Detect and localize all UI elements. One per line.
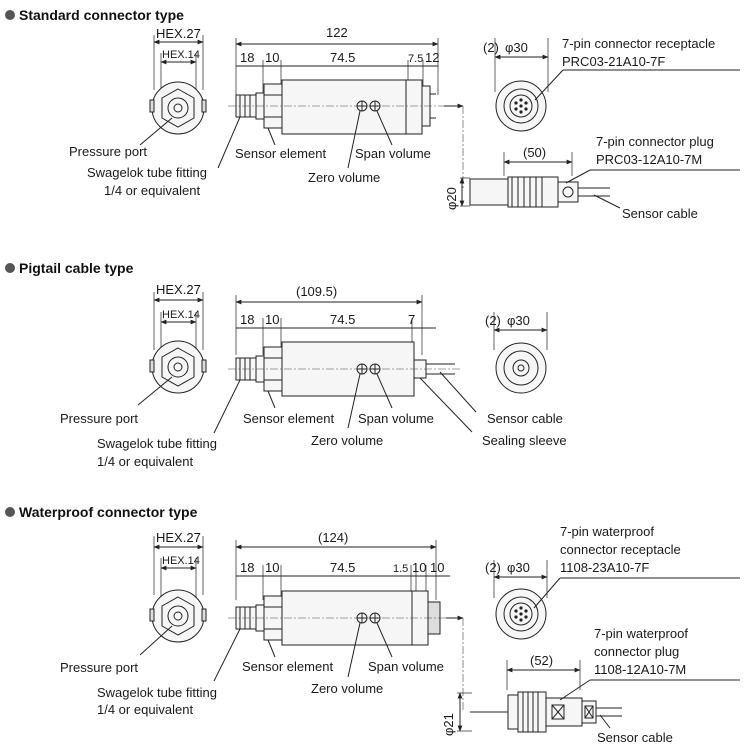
plug-length: (50) — [523, 145, 546, 160]
sensor-element-label: Sensor element — [243, 411, 334, 426]
hex14-label: HEX.14 — [162, 309, 200, 321]
bullet-icon — [5, 263, 15, 273]
flange-gap: (2) — [485, 313, 501, 328]
section-title: Pigtail cable type — [19, 260, 134, 276]
section-waterproof: Waterproof connector type HEX.27 HEX.14 … — [5, 504, 740, 745]
end-diameter: φ30 — [507, 560, 530, 575]
bullet-icon — [5, 10, 15, 20]
plug-label-1: 7-pin connector plug — [596, 134, 714, 149]
receptacle-label-2: connector receptacle — [560, 542, 681, 557]
section-title: Waterproof connector type — [19, 504, 198, 520]
bullet-icon — [5, 507, 15, 517]
dim-seg-b: 10 — [265, 560, 279, 575]
plug-length: (52) — [530, 653, 553, 668]
swagelok-label-1: Swagelok tube fitting — [97, 685, 217, 700]
swagelok-label-1: Swagelok tube fitting — [87, 165, 207, 180]
dim-seg-b: 10 — [265, 312, 279, 327]
flange-gap: (2) — [485, 560, 501, 575]
pressure-port-label: Pressure port — [60, 660, 138, 675]
dim-seg-a: 18 — [240, 560, 254, 575]
zero-volume-label: Zero volume — [308, 170, 380, 185]
end-diameter: φ30 — [505, 40, 528, 55]
sensor-cable-label: Sensor cable — [622, 206, 698, 221]
pressure-port-label: Pressure port — [69, 144, 147, 159]
section-pigtail: Pigtail cable type HEX.27 HEX.14 Pressur… — [5, 260, 567, 469]
plug-label-2: PRC03-12A10-7M — [596, 152, 702, 167]
receptacle-label-1: 7-pin waterproof — [560, 524, 654, 539]
end-view: (2) φ30 7-pin waterproof connector recep… — [485, 524, 740, 640]
connector-plug: (50) φ20 7-pin connector plug PRC03-12A1… — [444, 103, 740, 221]
plug-diameter: φ20 — [444, 187, 459, 210]
dim-seg-f: 10 — [430, 560, 444, 575]
dim-seg-e: 12 — [425, 50, 439, 65]
zero-volume-label: Zero volume — [311, 681, 383, 696]
dim-seg-a: 18 — [240, 50, 254, 65]
sensor-cable-label: Sensor cable — [487, 411, 563, 426]
front-view-hex: HEX.27 HEX.14 Pressure port — [60, 282, 207, 426]
overall-length: 122 — [326, 25, 348, 40]
dim-seg-d: 7.5 — [408, 53, 423, 65]
sensor-cable-label: Sensor cable — [597, 730, 673, 745]
sensor-element-label: Sensor element — [242, 659, 333, 674]
receptacle-label-1: 7-pin connector receptacle — [562, 36, 715, 51]
front-view-hex: HEX.27 HEX.14 Pressure port — [69, 26, 207, 159]
dim-seg-a: 18 — [240, 312, 254, 327]
span-volume-label: Span volume — [368, 659, 444, 674]
hex27-label: HEX.27 — [156, 26, 201, 41]
side-view: (109.5) 18 10 74.5 7 — [97, 284, 567, 469]
dim-seg-d: 1.5 — [393, 563, 408, 575]
end-view: (2) φ30 7-pin connector receptacle PRC03… — [483, 36, 740, 132]
dim-seg-c: 74.5 — [330, 560, 355, 575]
sensor-element-label: Sensor element — [235, 146, 326, 161]
receptacle-label-3: 1108-23A10-7F — [560, 560, 649, 575]
sealing-sleeve-label: Sealing sleeve — [482, 433, 567, 448]
overall-length: (109.5) — [296, 284, 337, 299]
hex14-label: HEX.14 — [162, 49, 200, 61]
dim-seg-b: 10 — [265, 50, 279, 65]
swagelok-label-1: Swagelok tube fitting — [97, 436, 217, 451]
zero-volume-label: Zero volume — [311, 433, 383, 448]
section-standard: Standard connector type HEX.27 HEX.14 Pr… — [5, 7, 740, 221]
plug-label-1: 7-pin waterproof — [594, 626, 688, 641]
side-view: 122 18 10 74.5 7.5 12 — [87, 25, 460, 198]
overall-length: (124) — [318, 530, 348, 545]
hex27-label: HEX.27 — [156, 530, 201, 545]
end-diameter: φ30 — [507, 313, 530, 328]
dim-seg-c: 74.5 — [330, 50, 355, 65]
receptacle-label-2: PRC03-21A10-7F — [562, 54, 665, 69]
front-view-hex: HEX.27 HEX.14 Pressure port — [60, 530, 207, 675]
plug-label-3: 1108-12A10-7M — [594, 662, 686, 677]
dim-seg-e: 10 — [412, 560, 426, 575]
end-view: (2) φ30 — [485, 312, 548, 394]
swagelok-label-2: 1/4 or equivalent — [97, 702, 194, 717]
plug-diameter: φ21 — [441, 713, 456, 736]
span-volume-label: Span volume — [355, 146, 431, 161]
span-volume-label: Span volume — [358, 411, 434, 426]
pressure-port-label: Pressure port — [60, 411, 138, 426]
swagelok-label-2: 1/4 or equivalent — [104, 183, 201, 198]
side-view: (124) 18 10 74.5 1.5 10 10 — [97, 530, 462, 717]
hex27-label: HEX.27 — [156, 282, 201, 297]
dim-seg-c: 74.5 — [330, 312, 355, 327]
flange-gap: (2) — [483, 40, 499, 55]
swagelok-label-2: 1/4 or equivalent — [97, 454, 194, 469]
plug-label-2: connector plug — [594, 644, 679, 659]
hex14-label: HEX.14 — [162, 555, 200, 567]
section-title: Standard connector type — [19, 7, 184, 23]
connector-plug: (52) φ21 7-pin waterproof connector plug — [441, 615, 740, 745]
dim-seg-d: 7 — [408, 312, 415, 327]
